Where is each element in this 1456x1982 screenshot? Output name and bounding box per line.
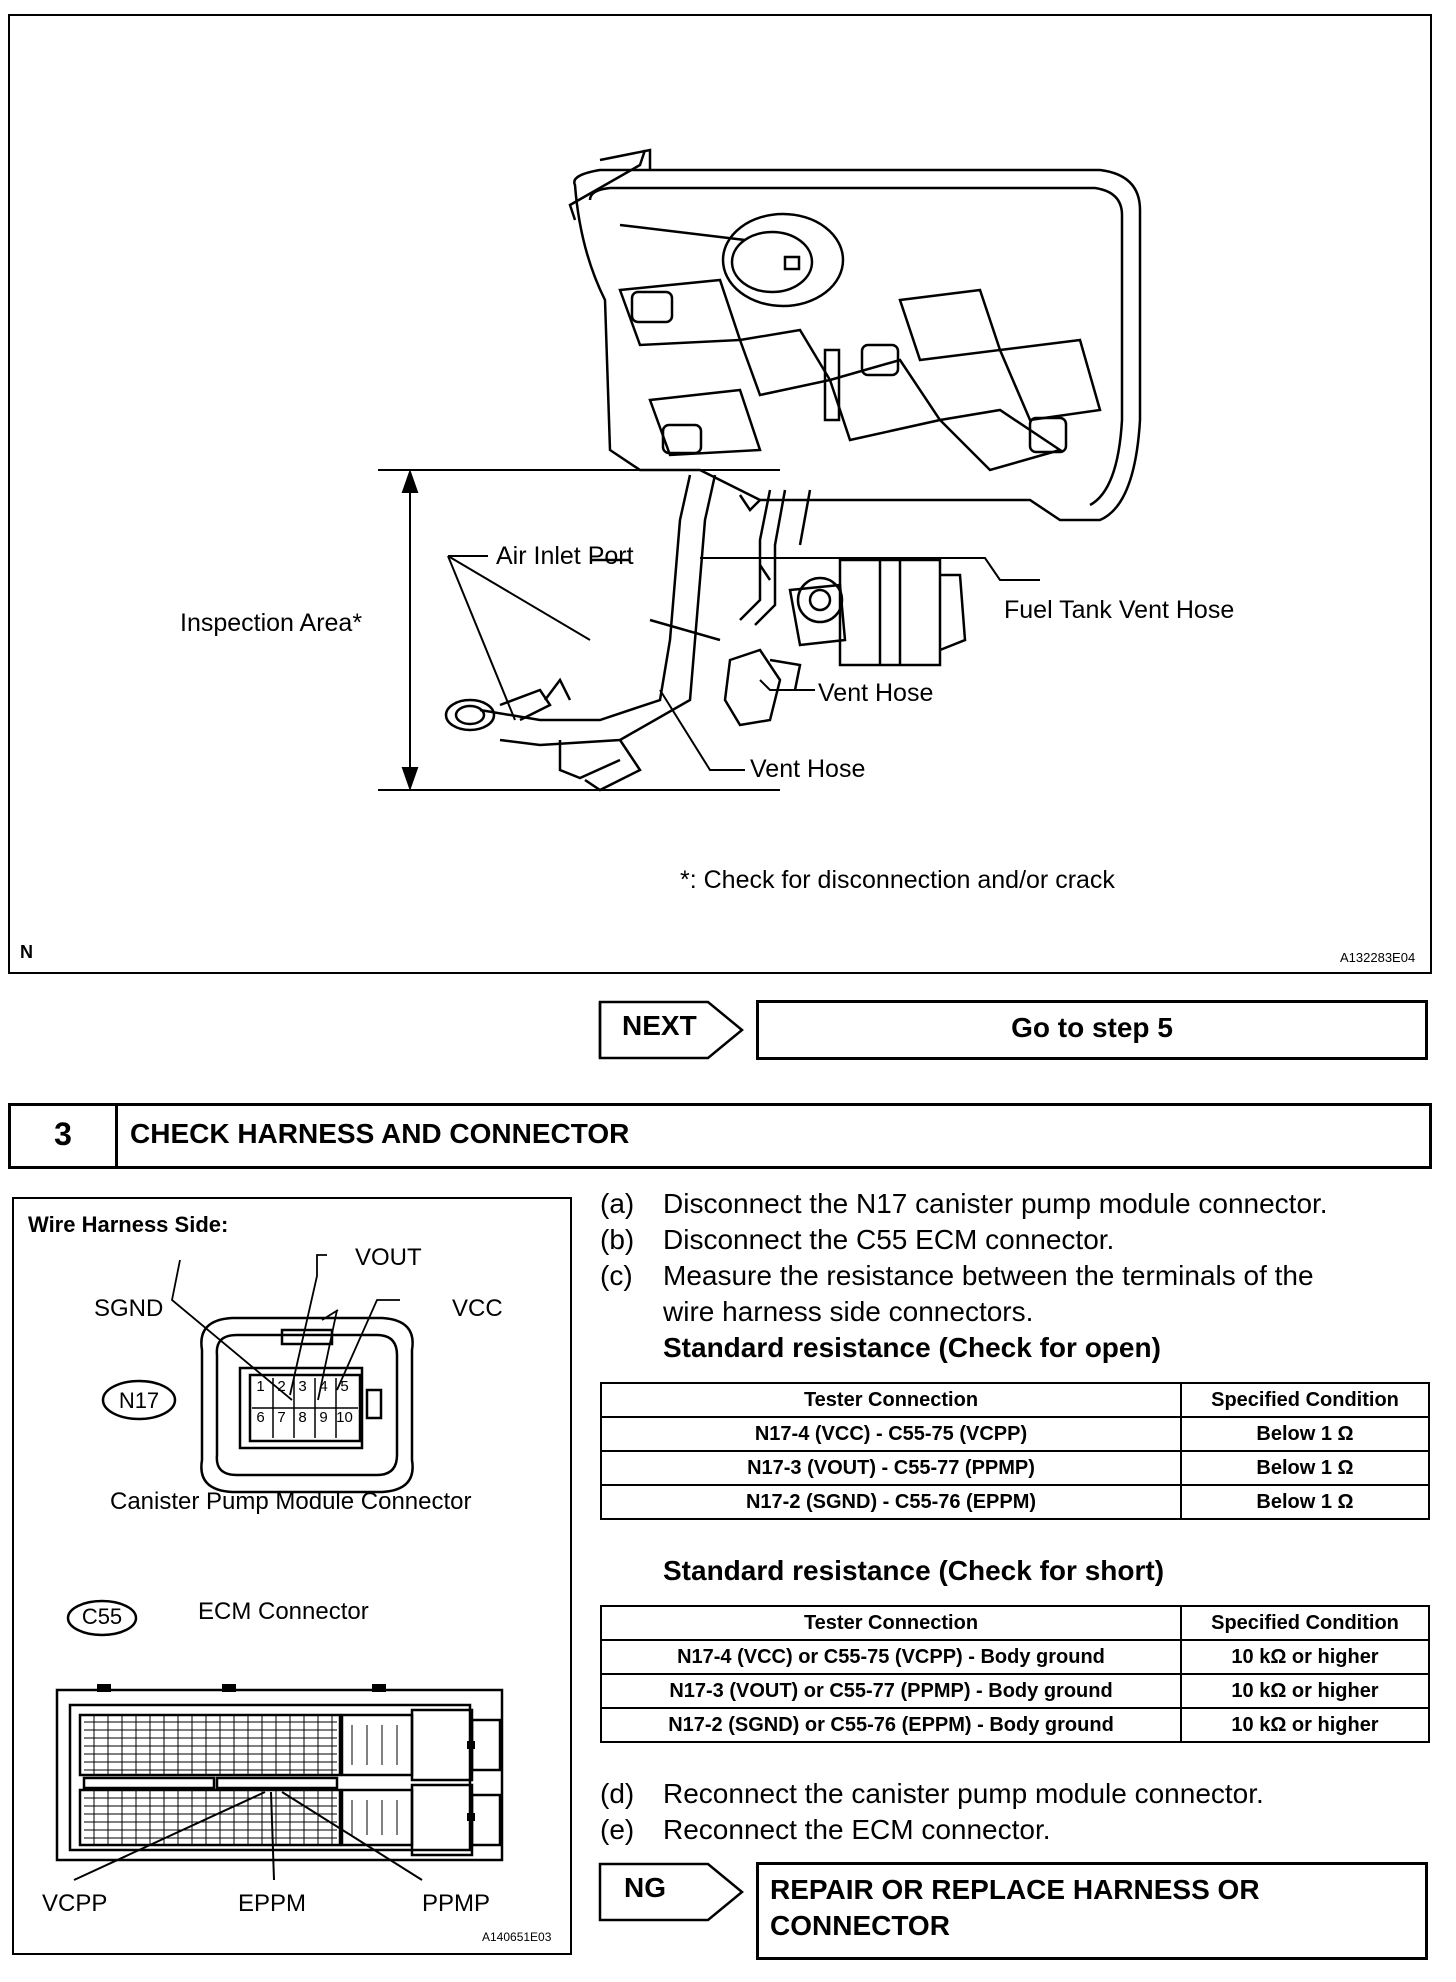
go-to-step-5-box[interactable] xyxy=(756,1000,1428,1060)
instruction-b-text: Disconnect the C55 ECM connector. xyxy=(663,1224,1115,1255)
step-number: 3 xyxy=(54,1116,72,1152)
figure-1-id: A132283E04 xyxy=(1340,950,1416,965)
c55-caption: ECM Connector xyxy=(198,1598,369,1625)
table-header-row: Tester Connection Specified Condition xyxy=(600,1382,1430,1418)
instruction-a-letter: (a) xyxy=(600,1188,635,1219)
table-row: N17-3 (VOUT) - C55-77 (PPMP) Below 1 Ω xyxy=(600,1450,1430,1486)
sgnd-label: SGND xyxy=(94,1295,164,1322)
table-row: N17-3 (VOUT) or C55-77 (PPMP) - Body gro… xyxy=(600,1673,1430,1709)
n17-pins-bottom-row: 6 7 8 9 10 xyxy=(250,1409,358,1439)
tester-connection-cell: N17-2 (SGND) or C55-76 (EPPM) - Body gro… xyxy=(600,1707,1182,1743)
specified-condition-cell: 10 kΩ or higher xyxy=(1180,1673,1430,1709)
instruction-e-text: Reconnect the ECM connector. xyxy=(663,1814,1051,1845)
header-specified-condition: Specified Condition xyxy=(1180,1382,1430,1418)
tester-connection-cell: N17-4 (VCC) or C55-75 (VCPP) - Body grou… xyxy=(600,1639,1182,1675)
n17-pins-top-row: 1 2 3 4 5 xyxy=(250,1378,358,1408)
table-row: N17-2 (SGND) or C55-76 (EPPM) - Body gro… xyxy=(600,1707,1430,1743)
n17-tag: N17 xyxy=(118,1388,160,1413)
step-3-divider xyxy=(115,1103,118,1169)
n17-caption: Canister Pump Module Connector xyxy=(110,1488,472,1515)
air-inlet-port-label: Air Inlet Port xyxy=(496,542,634,570)
vent-hose-label-upper: Vent Hose xyxy=(818,679,934,707)
fuel-tank-illustration xyxy=(378,148,1142,792)
go-to-step-5-label[interactable]: Go to step 5 xyxy=(1011,1012,1173,1043)
instruction-c-letter: (c) xyxy=(600,1260,633,1291)
connector-figure-frame xyxy=(12,1197,572,1955)
c55-tag-oval xyxy=(66,1599,138,1637)
vcc-label: VCC xyxy=(452,1295,503,1322)
open-resistance-table: Tester Connection Specified Condition N1… xyxy=(600,1382,1430,1520)
header-tester-connection: Tester Connection xyxy=(600,1605,1182,1641)
open-table-title: Standard resistance (Check for open) xyxy=(663,1332,1161,1363)
table-row: N17-4 (VCC) - C55-75 (VCPP) Below 1 Ω xyxy=(600,1416,1430,1452)
specified-condition-cell: Below 1 Ω xyxy=(1180,1450,1430,1486)
ng-arrow-box xyxy=(598,1862,744,1922)
step-title: CHECK HARNESS AND CONNECTOR xyxy=(130,1118,630,1149)
short-table-title: Standard resistance (Check for short) xyxy=(663,1555,1165,1586)
instruction-d-letter: (d) xyxy=(600,1778,635,1809)
c55-tag: C55 xyxy=(81,1604,123,1629)
header-specified-condition: Specified Condition xyxy=(1180,1605,1430,1641)
tester-connection-cell: N17-2 (SGND) - C55-76 (EPPM) xyxy=(600,1484,1182,1520)
table-row: N17-4 (VCC) or C55-75 (VCPP) - Body grou… xyxy=(600,1639,1430,1675)
next-label: NEXT xyxy=(622,1010,697,1041)
short-resistance-table: Tester Connection Specified Condition N1… xyxy=(600,1605,1430,1743)
eppm-label: EPPM xyxy=(238,1890,307,1917)
instruction-e-letter: (e) xyxy=(600,1814,635,1845)
tester-connection-cell: N17-3 (VOUT) - C55-77 (PPMP) xyxy=(600,1450,1182,1486)
pin-3: 3 xyxy=(298,1378,307,1395)
instruction-c-text-line1: Measure the resistance between the termi… xyxy=(663,1260,1314,1291)
footnote-text: *: Check for disconnection and/or crack xyxy=(680,866,1115,894)
pin-1: 1 xyxy=(256,1378,265,1395)
ppmp-label: PPMP xyxy=(422,1890,491,1917)
pin-2: 2 xyxy=(277,1378,286,1395)
pin-9: 9 xyxy=(319,1409,328,1426)
instruction-d-text: Reconnect the canister pump module conne… xyxy=(663,1778,1264,1809)
header-tester-connection: Tester Connection xyxy=(600,1382,1182,1418)
pin-4: 4 xyxy=(319,1378,328,1395)
vcpp-label: VCPP xyxy=(42,1890,108,1917)
vout-label: VOUT xyxy=(355,1244,422,1271)
figure-fuel-tank-frame xyxy=(8,14,1432,974)
ng-action-box[interactable] xyxy=(756,1862,1428,1960)
instruction-c-text-line2: wire harness side connectors. xyxy=(663,1296,1034,1327)
table-header-row: Tester Connection Specified Condition xyxy=(600,1605,1430,1641)
corner-n-mark: N xyxy=(20,942,33,962)
specified-condition-cell: Below 1 Ω xyxy=(1180,1484,1430,1520)
step-3-header xyxy=(8,1103,1432,1169)
c55-connector-diagram xyxy=(55,1684,504,1881)
instruction-b-letter: (b) xyxy=(600,1224,635,1255)
figure-2-id: A140651E03 xyxy=(482,1930,552,1944)
next-arrow-box xyxy=(598,1000,744,1060)
wire-harness-side-title: Wire Harness Side: xyxy=(28,1212,229,1237)
specified-condition-cell: 10 kΩ or higher xyxy=(1180,1639,1430,1675)
tester-connection-cell: N17-4 (VCC) - C55-75 (VCPP) xyxy=(600,1416,1182,1452)
table-row: N17-2 (SGND) - C55-76 (EPPM) Below 1 Ω xyxy=(600,1484,1430,1520)
instruction-a-text: Disconnect the N17 canister pump module … xyxy=(663,1188,1328,1219)
specified-condition-cell: Below 1 Ω xyxy=(1180,1416,1430,1452)
pin-5: 5 xyxy=(340,1378,349,1395)
tester-connection-cell: N17-3 (VOUT) or C55-77 (PPMP) - Body gro… xyxy=(600,1673,1182,1709)
pin-7: 7 xyxy=(277,1409,286,1426)
ng-action-line2[interactable]: CONNECTOR xyxy=(770,1910,950,1941)
pin-8: 8 xyxy=(298,1409,307,1426)
inspection-area-label: Inspection Area* xyxy=(180,609,363,637)
pin-6: 6 xyxy=(256,1409,265,1426)
fuel-tank-vent-hose-label: Fuel Tank Vent Hose xyxy=(1004,596,1235,624)
n17-connector-diagram xyxy=(101,1254,414,1494)
specified-condition-cell: 10 kΩ or higher xyxy=(1180,1707,1430,1743)
ng-action-line1[interactable]: REPAIR OR REPLACE HARNESS OR xyxy=(770,1874,1260,1905)
vent-hose-label-lower: Vent Hose xyxy=(750,755,866,783)
ng-label: NG xyxy=(624,1872,666,1903)
pin-10: 10 xyxy=(336,1409,353,1426)
